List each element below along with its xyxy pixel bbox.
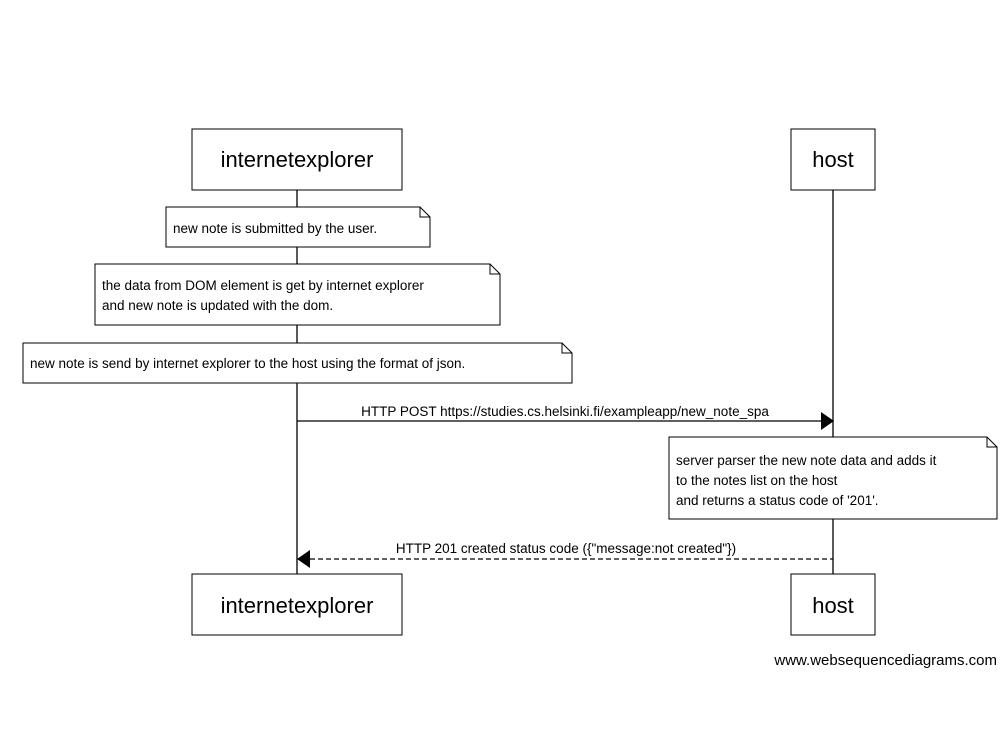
note-line: the data from DOM element is get by inte…: [102, 278, 424, 293]
note-line: new note is submitted by the user.: [173, 221, 377, 236]
participant-label: host: [812, 593, 854, 618]
note-send-json: new note is send by internet explorer to…: [22, 342, 573, 384]
message-http-post: HTTP POST https://studies.cs.helsinki.fi…: [297, 404, 834, 430]
note-line: to the notes list on the host: [676, 473, 838, 488]
participant-host-top: host: [790, 128, 876, 191]
note-line: new note is send by internet explorer to…: [30, 356, 465, 371]
message-label: HTTP 201 created status code ({"message:…: [396, 541, 736, 556]
note-line: server parser the new note data and adds…: [676, 453, 937, 468]
participant-label: host: [812, 147, 854, 172]
message-http-201: HTTP 201 created status code ({"message:…: [297, 541, 833, 568]
participant-internetexplorer-top: internetexplorer: [191, 128, 403, 191]
participant-internetexplorer-bottom: internetexplorer: [191, 573, 403, 636]
participant-host-bottom: host: [790, 573, 876, 636]
participant-label: internetexplorer: [221, 593, 374, 618]
arrowhead: [821, 412, 834, 430]
note-dom-update: the data from DOM element is get by inte…: [94, 263, 501, 326]
participant-label: internetexplorer: [221, 147, 374, 172]
message-label: HTTP POST https://studies.cs.helsinki.fi…: [361, 404, 769, 419]
note-line: and new note is updated with the dom.: [102, 298, 333, 313]
watermark: www.websequencediagrams.com: [773, 652, 997, 669]
arrowhead: [297, 550, 310, 568]
note-server-parser: server parser the new note data and adds…: [668, 436, 998, 520]
note-line: and returns a status code of '201'.: [676, 493, 879, 508]
note-submitted: new note is submitted by the user.: [165, 206, 431, 248]
